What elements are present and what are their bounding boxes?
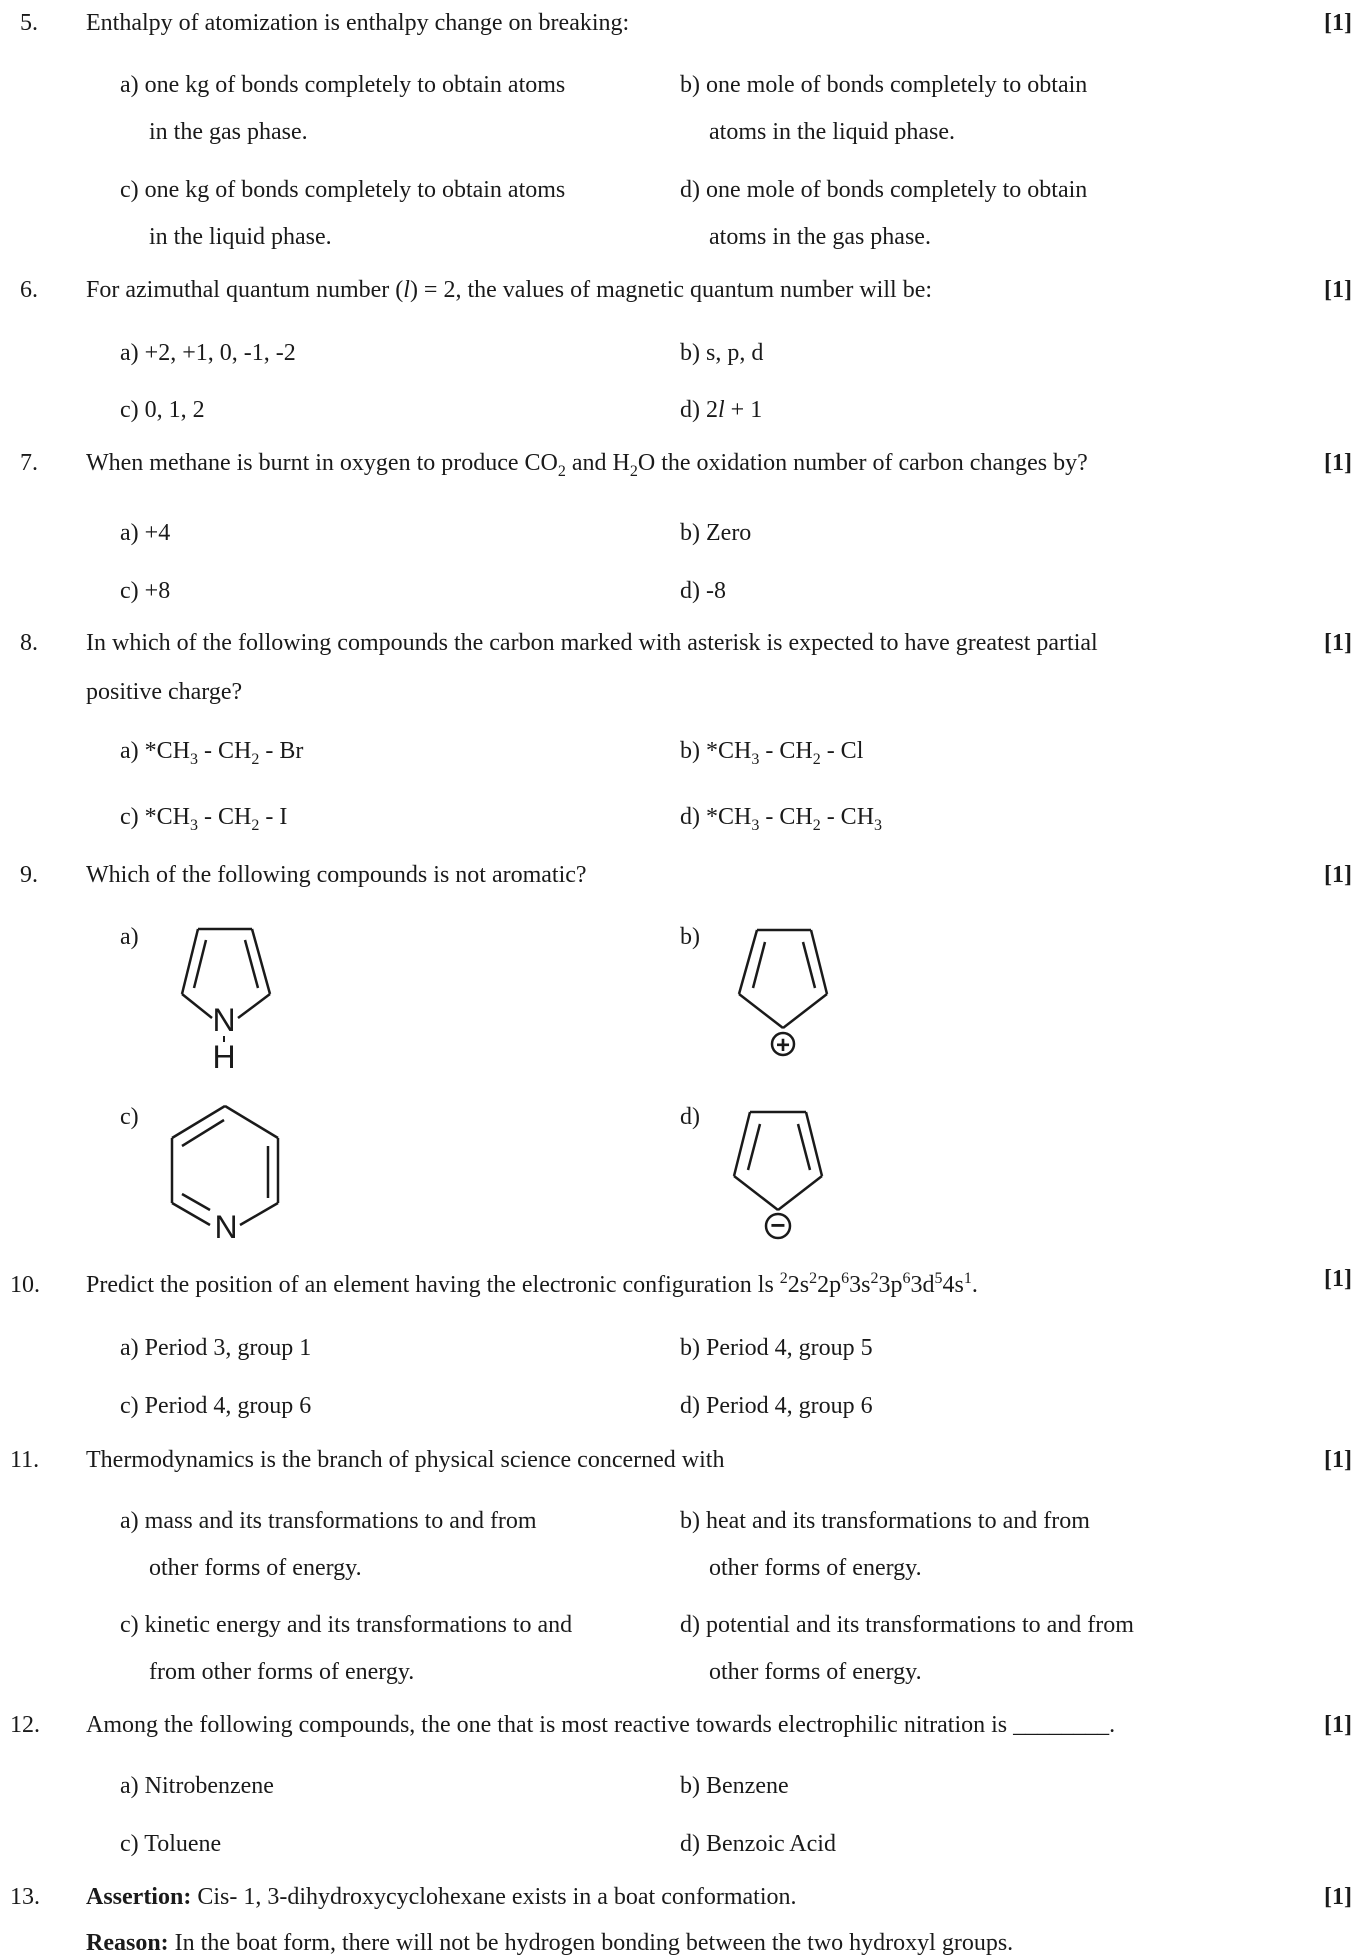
question-text: Which of the following compounds is not … [86,862,587,888]
option-d[interactable]: d) − [680,1104,860,1244]
question-text: For azimuthal quantum number (l) = 2, th… [86,277,933,303]
marks-label: [1] [1324,1266,1352,1292]
pyrrole-structure: N H [180,927,272,1074]
marks-label: [1] [1324,1712,1352,1738]
option-a[interactable]: a) one kg of bonds completely to obtain … [120,72,566,145]
cyclopentadienyl-cation-structure: + [737,928,829,1059]
option-b[interactable]: b) *CH3 - CH2 - Cl [680,738,864,768]
option-a[interactable]: a) Period 3, group 1 [120,1335,312,1361]
question-number: 10. [10,1272,40,1298]
option-b[interactable]: b) Benzene [680,1773,789,1799]
question-text: Enthalpy of atomization is enthalpy chan… [86,10,630,36]
option-d[interactable]: d) *CH3 - CH2 - CH3 [680,804,883,834]
option-b[interactable]: b) heat and its transformations to and f… [680,1508,1090,1581]
option-b[interactable]: b) Zero [680,520,752,546]
marks-label: [1] [1324,1447,1352,1473]
marks-label: [1] [1324,10,1352,36]
marks-label: [1] [1324,1884,1352,1910]
option-c[interactable]: c) Period 4, group 6 [120,1393,312,1419]
question-text: When methane is burnt in oxygen to produ… [86,450,1088,480]
option-b[interactable]: b) one mole of bonds completely to obtai… [680,72,1088,145]
marks-label: [1] [1324,277,1352,303]
option-d[interactable]: d) one mole of bonds completely to obtai… [680,177,1088,250]
option-c[interactable]: c) one kg of bonds completely to obtain … [120,177,566,250]
option-b[interactable]: b) s, p, d [680,340,764,366]
question-number: 7. [20,450,38,476]
option-d[interactable]: d) potential and its transformations to … [680,1612,1134,1685]
question-text: Among the following compounds, the one t… [86,1712,1116,1738]
option-c[interactable]: c) kinetic energy and its transformation… [120,1612,573,1685]
option-c[interactable]: c) *CH3 - CH2 - I [120,804,288,834]
charge-symbol: − [770,1210,785,1240]
option-b[interactable]: b) Period 4, group 5 [680,1335,873,1361]
option-d[interactable]: d) 2l + 1 [680,397,763,423]
question-text: In which of the following compounds the … [86,630,1098,705]
question-number: 6. [20,277,38,303]
marks-label: [1] [1324,630,1352,656]
option-c[interactable]: c) N [120,1104,300,1254]
question-number: 13. [10,1884,40,1910]
question-text: Predict the position of an element havin… [86,1270,978,1299]
question-number: 12. [10,1712,40,1738]
svg-text:N: N [214,1209,237,1245]
reason-text: Reason: In the boat form, there will not… [86,1930,1014,1956]
option-a[interactable]: a) +2, +1, 0, -1, -2 [120,340,296,366]
marks-label: [1] [1324,862,1352,888]
option-a[interactable]: a) +4 [120,520,171,546]
question-number: 5. [20,10,38,36]
option-c[interactable]: c) Toluene [120,1831,222,1857]
option-a[interactable]: a) Nitrobenzene [120,1773,274,1799]
option-b[interactable]: b) + [680,924,860,1064]
pyridine-structure: N [170,1104,280,1245]
assertion-text: Assertion: Cis- 1, 3-dihydroxycyclohexan… [86,1884,797,1910]
option-a[interactable]: a) N H [120,924,300,1084]
option-d[interactable]: d) Period 4, group 6 [680,1393,873,1419]
option-d[interactable]: d) Benzoic Acid [680,1831,836,1857]
option-c[interactable]: c) 0, 1, 2 [120,397,205,423]
cyclopentadienyl-anion-structure: − [732,1110,824,1240]
charge-symbol: + [776,1032,790,1059]
question-number: 11. [10,1447,40,1473]
question-number: 8. [20,630,38,656]
question-text: Thermodynamics is the branch of physical… [86,1447,725,1473]
svg-text:H: H [212,1039,235,1074]
option-c[interactable]: c) +8 [120,578,171,604]
question-number: 9. [20,862,38,888]
option-a[interactable]: a) *CH3 - CH2 - Br [120,738,304,768]
svg-text:N: N [212,1002,235,1038]
marks-label: [1] [1324,450,1352,476]
option-d[interactable]: d) -8 [680,578,726,604]
option-a[interactable]: a) mass and its transformations to and f… [120,1508,537,1581]
